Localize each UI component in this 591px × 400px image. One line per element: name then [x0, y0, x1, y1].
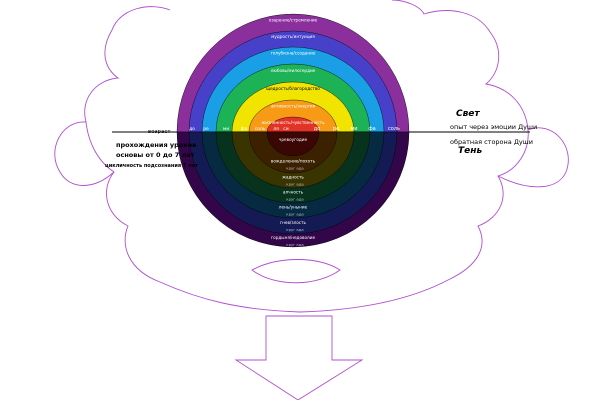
note-right-1: до	[314, 126, 321, 132]
upper-ring-label-3: голубизна/создание	[271, 51, 316, 56]
lower-ring-label-6: вожделение/похоть	[271, 158, 316, 163]
experience-label: опыт через эмоции Души	[450, 123, 538, 131]
note-left-1: до	[189, 127, 195, 132]
lower-ring-sub-1: круг ада	[286, 242, 303, 247]
rings	[176, 13, 410, 248]
lower-ring-label-4: алчность	[283, 190, 304, 195]
upper-ring-label-6: активность/энергия	[271, 104, 316, 109]
note-left-7: си	[283, 127, 288, 132]
note-right-2: ре	[333, 126, 339, 132]
lower-ring-label-5: жадность	[282, 175, 304, 180]
lower-ring-sub-6: круг ада	[286, 165, 303, 170]
ring-labels: озарение/стремление мудрость/интуиция голу…	[261, 18, 325, 247]
note-left-4: фа	[241, 126, 248, 132]
note-left-6: ля	[273, 127, 279, 132]
lower-ring-label-1: гордыня/недоволие	[271, 235, 315, 240]
note-left-5: соль	[255, 127, 266, 132]
note-right-3: ми	[350, 126, 357, 132]
left-ear	[54, 121, 115, 186]
down-arrow	[234, 315, 364, 400]
cycle-label: цикличность подсознания 7 лет	[105, 163, 198, 169]
shadow-label: Тень	[458, 146, 483, 156]
age-label: возраст	[148, 129, 171, 135]
note-right-6: ля	[409, 126, 415, 132]
lower-ring-label-2: гнев/злость	[280, 220, 307, 225]
note-left-3: ми	[223, 127, 229, 132]
mouth	[251, 259, 341, 284]
light-label: Свет	[456, 109, 480, 119]
lower-ring-7	[266, 131, 320, 157]
upper-ring-label-7: жизненность/чувственность	[261, 120, 325, 125]
passage-label: прохождения уроков	[116, 141, 197, 149]
reverse-label: обратная сторона Души	[450, 138, 533, 146]
head-contour	[84, 0, 529, 313]
basics-label: основы от 0 до 7 лет	[116, 151, 195, 159]
lower-ring-label-7: чревоугодие	[279, 137, 308, 142]
upper-ring-label-1: озарение/стремление	[269, 18, 318, 23]
lower-ring-sub-4: круг ада	[286, 197, 303, 202]
upper-ring-label-4: любовь/милосердие	[271, 68, 316, 73]
head-outline	[54, 0, 569, 400]
right-ear	[497, 127, 569, 188]
lower-ring-sub-2: круг ада	[286, 227, 303, 232]
upper-ring-7	[266, 116, 320, 133]
lower-ring-sub-5: круг ада	[286, 182, 303, 187]
upper-ring-label-5: щедрость/благородство	[266, 86, 320, 91]
note-left-2: ре	[203, 127, 209, 132]
note-right-5: соль	[388, 126, 400, 132]
lower-ring-label-3: лень/уныние	[279, 205, 308, 210]
upper-ring-label-2: мудрость/интуиция	[271, 34, 315, 39]
note-right-7: си	[429, 126, 435, 132]
note-right-4: фа	[368, 126, 375, 132]
lower-ring-sub-3: круг ада	[286, 212, 303, 217]
